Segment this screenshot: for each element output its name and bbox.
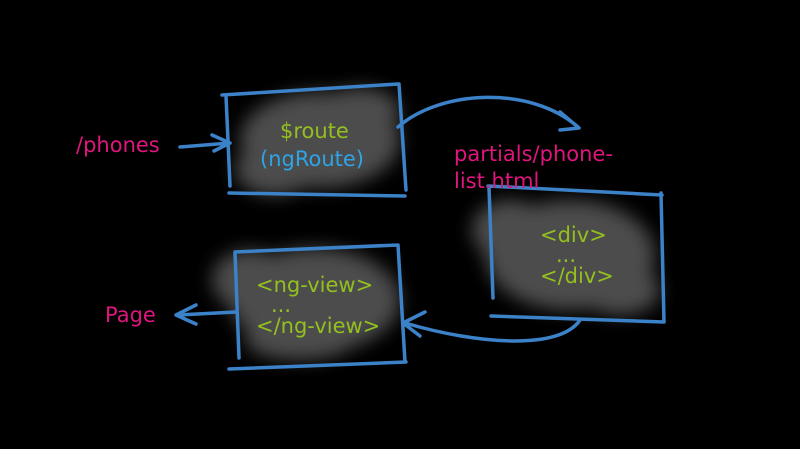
template-path-label: partials/phone- list.html [454,141,613,195]
div-box-cloud [472,200,660,315]
template-path-line2: list.html [454,169,540,193]
route-service-name: $route [280,119,349,143]
template-to-ngview-arrow [401,310,582,343]
phones-url-label: /phones [76,133,160,157]
ngview-to-page-arrow [174,303,238,326]
route-to-template-arrow [396,95,581,132]
ngview-open-tag: <ng-view> [256,273,374,297]
route-module-name: (ngRoute) [260,147,364,171]
route-box-cloud [235,88,400,195]
div-close-tag: </div> [540,264,614,288]
page-label: Page [105,303,156,327]
phones-to-route-arrow [178,133,232,153]
div-box-frame [486,184,666,324]
ngview-box-frame [227,243,408,371]
ngview-close-tag: </ng-view> [256,314,381,338]
ngview-box-cloud [212,248,400,360]
div-open-tag: <div> [540,223,607,247]
ngview-ellipsis: ... [271,293,292,317]
div-ellipsis: ... [556,243,577,267]
template-path-line1: partials/phone- [454,142,613,166]
